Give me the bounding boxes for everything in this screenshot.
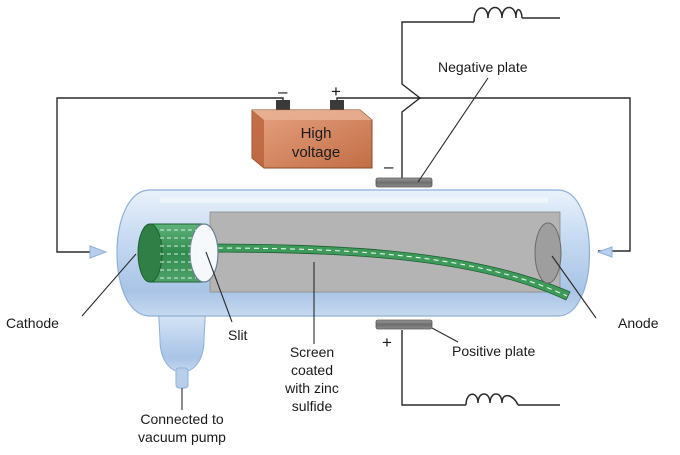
tube-tip-right [596, 246, 613, 258]
positive-plate [375, 319, 433, 330]
label-screen-line2: coated [291, 362, 333, 378]
label-anode: Anode [618, 315, 659, 331]
label-positive-plate: Positive plate [452, 343, 535, 359]
leader-negative-plate [417, 77, 489, 183]
cathode-cylinder [137, 223, 219, 283]
pump-nozzle [175, 367, 189, 389]
battery-plus-sign: + [331, 82, 341, 101]
battery-terminal-plus [330, 100, 344, 110]
leader-cathode [81, 253, 137, 317]
label-screen-line1: Screen [290, 344, 334, 360]
coil-bottom [465, 393, 519, 406]
label-slit: Slit [228, 327, 248, 343]
label-leaders [81, 77, 597, 410]
battery-terminal-minus [276, 100, 290, 110]
wire-positive-plate [401, 330, 466, 406]
label-pump-line1: Connected to [140, 411, 223, 427]
battery-label-line2: voltage [292, 144, 340, 161]
battery-minus-sign: – [278, 82, 288, 101]
label-screen-line3: with zinc [284, 380, 339, 396]
coil-top [473, 6, 523, 23]
negative-plate [375, 177, 433, 188]
leader-positive-plate [431, 327, 459, 343]
positive-plate-sign: + [382, 333, 392, 352]
wire-plate-junction [401, 97, 421, 178]
negative-plate-sign: – [384, 157, 394, 176]
high-voltage-battery: – + High voltage [251, 82, 373, 169]
slit-opening [189, 223, 219, 283]
tube-tip-left [89, 245, 108, 259]
label-negative-plate: Negative plate [438, 59, 528, 75]
leader-anode [551, 255, 597, 319]
wire-anode [420, 97, 631, 252]
wire-negative-plate [336, 21, 474, 107]
label-screen-line4: sulfide [292, 398, 333, 414]
label-pump-line2: vacuum pump [138, 429, 226, 445]
label-cathode: Cathode [6, 315, 59, 331]
leader-slit [205, 251, 233, 323]
battery-label-line1: High [301, 125, 332, 142]
labels: Negative plate Positive plate Cathode An… [6, 59, 659, 445]
electron-beam [195, 243, 571, 301]
anode-disc [534, 222, 562, 284]
